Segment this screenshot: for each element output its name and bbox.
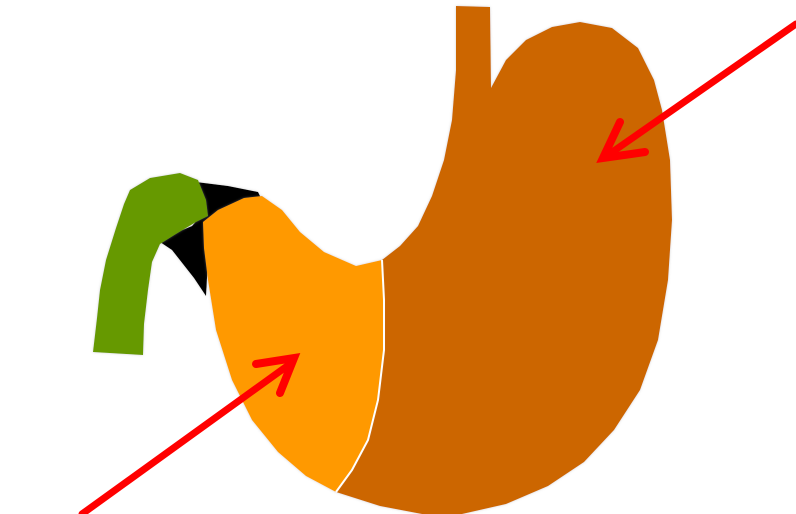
arrow-to-antrum-shaft [82,364,290,514]
arrow-to-antrum [82,358,294,514]
stomach-body-region [336,6,672,514]
pyloric-antrum-region [203,196,384,492]
